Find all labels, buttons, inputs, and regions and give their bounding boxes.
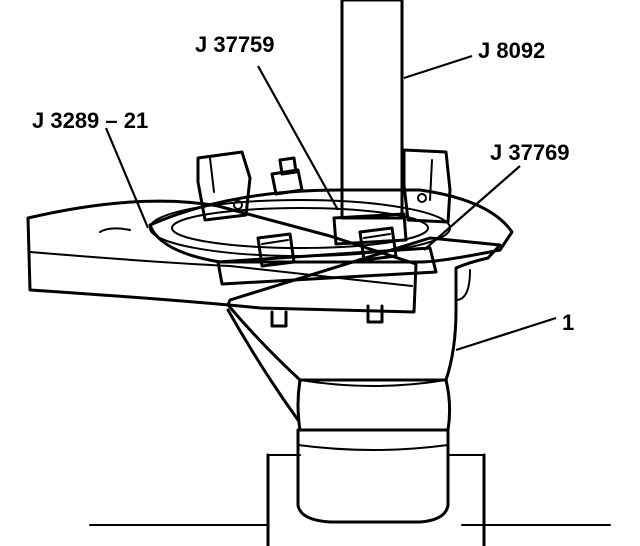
carrier-housing: [226, 236, 502, 524]
label-j37759: J 37759: [195, 32, 275, 57]
vise-base: [89, 453, 611, 546]
label-j37769: J 37769: [490, 140, 570, 165]
adapter-j37759: [332, 212, 408, 246]
leader-lines: [104, 54, 557, 352]
plate-j37769: [216, 226, 438, 328]
label-j3289-21: J 3289 – 21: [32, 108, 148, 133]
label-part-1: 1: [562, 310, 574, 335]
handle-j8092: [340, 0, 404, 220]
label-j8092: J 8092: [478, 38, 545, 63]
carrier-flange: [148, 148, 514, 264]
